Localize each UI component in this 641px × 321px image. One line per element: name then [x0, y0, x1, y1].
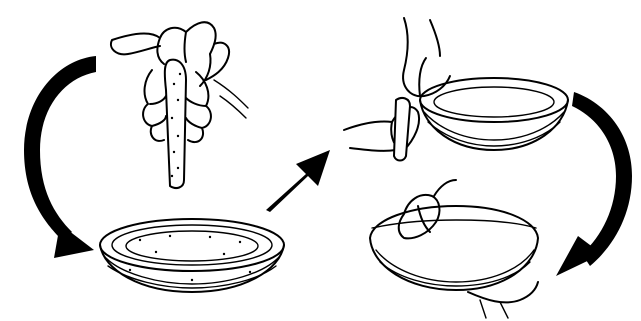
rope-strand: [165, 60, 186, 188]
hand-wrist: [434, 180, 456, 196]
basket-rim: [420, 78, 568, 122]
curved-arrow-right: [556, 92, 632, 276]
step-1-hands-holding-rope: [111, 22, 248, 188]
step-2-coiled-bowl: [100, 219, 284, 292]
step-4-inverted-basket: [370, 180, 538, 318]
inverted-basket: [370, 206, 538, 290]
straight-arrow-middle: [266, 150, 330, 212]
bowl-rim: [100, 219, 284, 271]
curved-arrow-left: [24, 56, 96, 258]
basket-coil-b: [428, 122, 560, 146]
lower-hand-wrist: [214, 80, 248, 118]
step-3-spreading-coil: [344, 18, 568, 161]
coil-end: [394, 98, 410, 161]
